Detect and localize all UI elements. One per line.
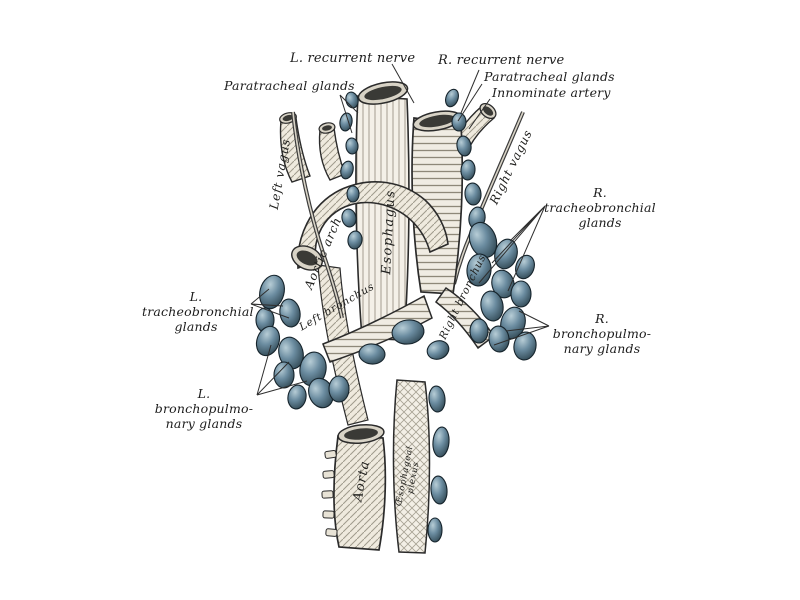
esophagus-upper-tube (355, 81, 410, 341)
leader-lines (250, 63, 550, 396)
label-l-bronchopulmonary-glands: L. bronchopulmo- nary glands (154, 386, 254, 431)
aortic-arch-vessel (291, 181, 449, 271)
aorta-branch-stubs (321, 449, 338, 537)
label-paratracheal-glands-right: Paratracheal glands (484, 69, 615, 84)
label-l-tracheobronchial-glands: L. tracheobronchial glands (142, 289, 254, 334)
label-innominate-artery: Innominate artery (492, 85, 611, 100)
aorta-lower-tube (321, 423, 387, 551)
label-r-tracheobronchial-glands: R. tracheobronchial glands (544, 185, 656, 230)
left-vagus-cord (291, 111, 344, 319)
label-l-recurrent-nerve: L. recurrent nerve (290, 51, 416, 66)
esophagus-lower-tube (392, 379, 431, 554)
label-paratracheal-glands-left: Paratracheal glands (224, 78, 355, 93)
lymph-nodes (255, 88, 537, 543)
label-r-bronchopulmonary-glands: R. bronchopulmo- nary glands (552, 311, 652, 356)
trachea-tube (411, 110, 464, 295)
label-r-recurrent-nerve: R. recurrent nerve (438, 53, 565, 68)
